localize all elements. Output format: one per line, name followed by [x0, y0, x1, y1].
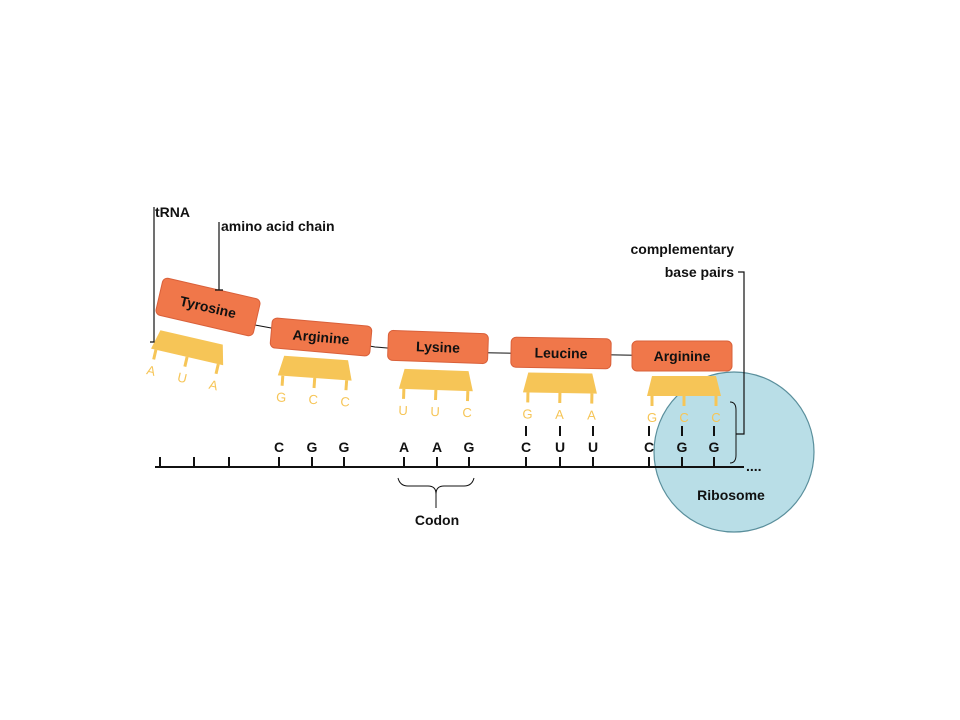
anticodon-base: U: [176, 369, 189, 386]
anticodon-base: C: [462, 405, 472, 420]
anticodon-base: A: [587, 407, 596, 422]
codon-bracket: [397, 477, 475, 508]
amino-acid-box: [155, 277, 261, 337]
trna-pointer: [150, 207, 155, 343]
anticodon-base: U: [430, 404, 440, 419]
amino-acid-name: Arginine: [654, 348, 711, 364]
amino-acid-2: Arginine: [269, 317, 373, 357]
anticodon-base: C: [711, 410, 720, 425]
mrna-base: G: [307, 439, 318, 455]
mrna-base: G: [464, 439, 475, 455]
ribosome-label: Ribosome: [697, 487, 765, 503]
anticodon-base: A: [145, 362, 157, 379]
amino-acid-4: Leucine: [510, 336, 612, 370]
anticodon-base: U: [398, 403, 408, 418]
trna-body: [151, 330, 224, 366]
amino-acid-5: Arginine: [631, 340, 733, 372]
mrna-continuation: ....: [746, 458, 762, 474]
trna-body: [522, 372, 597, 394]
complementary-label-line2: base pairs: [665, 264, 734, 280]
trna-stem: [344, 380, 349, 391]
amino-acid-3: Lysine: [387, 329, 489, 365]
trna-layer: A U A G C C U U C G A A G C C: [145, 330, 721, 425]
mrna-base: U: [588, 439, 598, 455]
amino-acid-chain-pointer: [215, 222, 223, 291]
mrna-base: C: [521, 439, 531, 455]
anticodon-base: C: [340, 394, 350, 410]
anticodon-base: C: [308, 392, 318, 408]
complementary-pointer: [736, 271, 745, 435]
mrna-base: A: [399, 439, 409, 455]
trna-stem: [312, 377, 317, 389]
mrna-base: U: [555, 439, 565, 455]
amino-acid-chain-label: amino acid chain: [221, 218, 335, 234]
mrna-base: C: [274, 439, 284, 455]
trna-body: [647, 376, 721, 396]
amino-acid-box: [269, 317, 373, 357]
trna-label: tRNA: [155, 204, 190, 220]
amino-acid-name: Lysine: [416, 338, 461, 356]
amino-acid-box: [510, 336, 612, 370]
anticodon-base: A: [555, 407, 564, 422]
anticodon-base: G: [522, 406, 532, 421]
anticodon-base: G: [276, 389, 287, 405]
amino-acid-1: Tyrosine: [155, 277, 261, 337]
ribosome-circle: [653, 371, 815, 533]
amino-acid-name: Arginine: [292, 327, 350, 348]
anticodon-base: A: [208, 377, 220, 394]
mrna-base: G: [339, 439, 350, 455]
anticodon-base: G: [647, 410, 657, 425]
mrna-base: G: [677, 439, 688, 455]
anticodon-base: C: [679, 410, 688, 425]
trna-body: [398, 368, 473, 392]
codon-label: Codon: [415, 512, 459, 528]
complementary-label-line1: complementary: [631, 241, 735, 257]
amino-acid-box: [387, 329, 489, 365]
trna-stem: [152, 349, 158, 360]
trna-stem: [280, 375, 285, 386]
mrna-base: G: [709, 439, 720, 455]
amino-acid-name: Leucine: [534, 345, 587, 362]
complementary-bracket: [729, 401, 737, 464]
amino-acid-box: [631, 340, 733, 372]
trna-body: [277, 355, 352, 381]
trna-stem: [183, 356, 189, 367]
mrna-base: C: [644, 439, 654, 455]
trna-stem: [214, 363, 220, 375]
mrna-base: A: [432, 439, 442, 455]
